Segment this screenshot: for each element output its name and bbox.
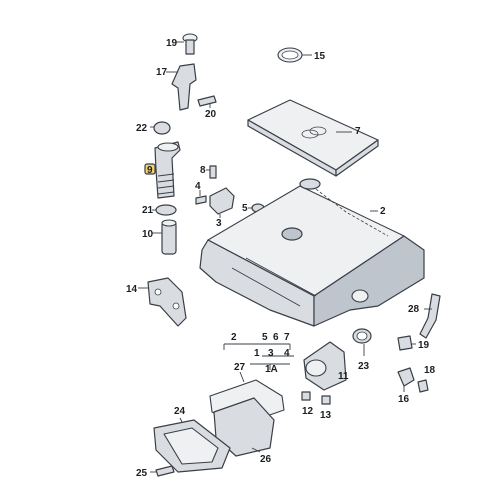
callout-22: 22 <box>136 123 148 134</box>
part-28-pipe <box>419 293 441 339</box>
callout-19: 19 <box>166 38 178 49</box>
part-23-clamp-ring <box>352 328 372 356</box>
part-11-duct <box>303 341 347 391</box>
callout-17: 17 <box>156 67 168 78</box>
part-12-bolt <box>301 391 311 401</box>
callout-18: 18 <box>424 365 436 376</box>
part-18-bolt <box>417 379 429 393</box>
part-19-screw <box>176 33 198 55</box>
part-19b-screw <box>397 335 416 351</box>
callout-20: 20 <box>205 109 217 120</box>
callout-9: 9 <box>147 165 153 176</box>
callout-14: 14 <box>126 284 138 295</box>
callout-16: 16 <box>398 394 410 405</box>
callout-23: 23 <box>358 361 370 372</box>
callout-11: 11 <box>338 371 349 382</box>
part-10-sleeve <box>152 219 177 255</box>
callout-24: 24 <box>174 406 186 417</box>
part-3-valve <box>209 187 235 218</box>
callout-28: 28 <box>408 304 420 315</box>
callout-13: 13 <box>320 410 332 421</box>
part-4-screw <box>195 190 207 205</box>
group-label-1: 1 <box>254 348 260 359</box>
part-21-clamp <box>152 204 177 216</box>
callout-25: 25 <box>136 468 148 479</box>
part-2-air-filter-housing <box>199 178 425 327</box>
part-14-bracket <box>138 277 187 327</box>
part-22-cap <box>150 121 171 135</box>
part-17-bracket <box>166 63 197 111</box>
part-15-seal-ring <box>277 47 312 63</box>
part-24-plate <box>153 417 231 473</box>
part-16-bracket <box>397 367 415 392</box>
part-7-engine-cover <box>247 99 379 177</box>
part-13-screw <box>321 395 331 405</box>
group-label-3: 3 <box>268 348 274 359</box>
callout-12: 12 <box>302 406 314 417</box>
group-label-5: 5 <box>262 332 268 343</box>
part-8-sensor <box>206 165 217 179</box>
group-label-2: 2 <box>231 332 237 343</box>
callout-4: 4 <box>195 181 201 192</box>
part-20-bolt <box>197 95 217 108</box>
callout-26: 26 <box>260 454 272 465</box>
callout-27: 27 <box>234 362 246 373</box>
part-25-screw <box>150 465 175 477</box>
assembly-group-bracket <box>223 343 294 370</box>
group-label-1a: 1A <box>265 364 278 375</box>
group-label-4: 4 <box>284 348 290 359</box>
group-label-7: 7 <box>284 332 290 343</box>
callout-15: 15 <box>314 51 326 62</box>
callout-10: 10 <box>142 229 154 240</box>
callout-21: 21 <box>142 205 154 216</box>
callout-5: 5 <box>242 203 248 214</box>
callout-8: 8 <box>200 165 206 176</box>
callout-19b: 19 <box>418 340 430 351</box>
callout-2: 2 <box>380 206 386 217</box>
part-9-hose-highlighted <box>144 141 181 199</box>
group-label-6: 6 <box>273 332 279 343</box>
callout-7: 7 <box>355 126 361 137</box>
callout-3: 3 <box>216 218 222 229</box>
